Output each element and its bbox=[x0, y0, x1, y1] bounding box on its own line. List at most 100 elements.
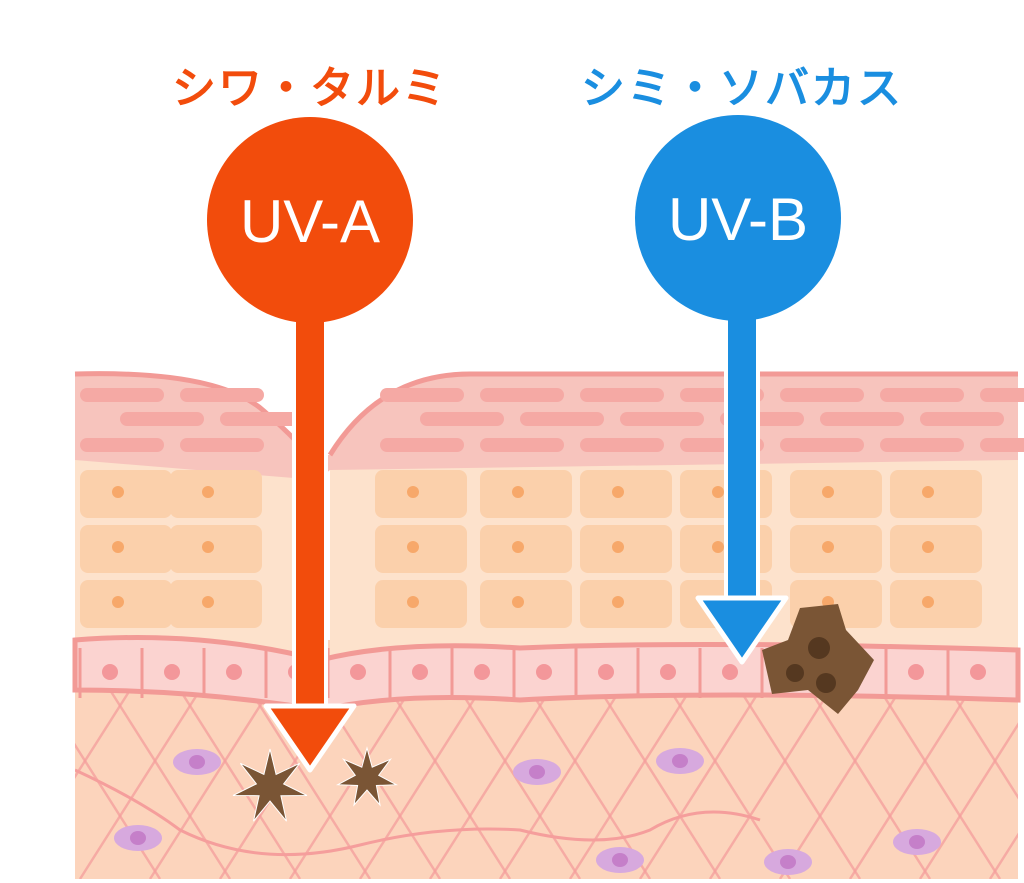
basal-nucleus bbox=[598, 664, 614, 680]
flat-cell bbox=[580, 438, 664, 452]
collagen-fiber bbox=[638, 689, 762, 880]
flat-cell bbox=[120, 412, 204, 426]
flat-cell bbox=[980, 388, 1024, 402]
basal-nucleus bbox=[970, 664, 986, 680]
arrow-head bbox=[695, 595, 789, 665]
collagen-fiber bbox=[848, 689, 972, 880]
basal-nucleus bbox=[908, 664, 924, 680]
cell-nucleus bbox=[202, 596, 214, 608]
basal-nucleus bbox=[722, 664, 738, 680]
spinous-cell bbox=[375, 470, 467, 518]
spinous-cell bbox=[580, 580, 672, 628]
flat-cell bbox=[880, 438, 964, 452]
fibroblast-nucleus bbox=[672, 754, 688, 768]
spinous-cells bbox=[80, 470, 982, 628]
flat-cell bbox=[180, 438, 264, 452]
flat-cell bbox=[380, 388, 464, 402]
collagen-fiber bbox=[358, 689, 482, 880]
flat-cell bbox=[580, 388, 664, 402]
spinous-cell bbox=[890, 580, 982, 628]
flat-cell bbox=[520, 412, 604, 426]
fibroblast-nucleus bbox=[780, 855, 796, 869]
basal-nucleus bbox=[536, 664, 552, 680]
melanin-spots bbox=[232, 604, 874, 822]
fibroblast-nucleus bbox=[130, 831, 146, 845]
spinous-cell bbox=[890, 470, 982, 518]
arrow-shaft bbox=[724, 298, 760, 604]
uva-effect-title: シワ・タルミ bbox=[172, 63, 448, 114]
spinous-cell bbox=[580, 525, 672, 573]
cell-nucleus bbox=[112, 596, 124, 608]
spinous-cell bbox=[790, 470, 882, 518]
cell-nucleus bbox=[922, 486, 934, 498]
collagen-fiber bbox=[598, 689, 722, 880]
spinous-cell bbox=[80, 525, 172, 573]
collagen-fiber bbox=[948, 689, 1024, 809]
collagen-fiber bbox=[738, 689, 862, 880]
uva-badge-label: UV-A bbox=[240, 188, 380, 255]
fibroblast-nucleus bbox=[529, 765, 545, 779]
spinous-cell bbox=[170, 525, 262, 573]
pigment-dot bbox=[786, 664, 804, 682]
cell-nucleus bbox=[712, 486, 724, 498]
flat-cell bbox=[880, 388, 964, 402]
cell-nucleus bbox=[822, 541, 834, 553]
collagen-fiber bbox=[568, 689, 692, 880]
spinous-cell bbox=[790, 525, 882, 573]
flat-cell bbox=[220, 412, 304, 426]
spinous-cell bbox=[480, 470, 572, 518]
flat-cell bbox=[780, 438, 864, 452]
cell-nucleus bbox=[822, 486, 834, 498]
cell-nucleus bbox=[512, 596, 524, 608]
spinous-cell bbox=[170, 580, 262, 628]
basal-nucleus bbox=[226, 664, 242, 680]
melanocyte bbox=[232, 748, 308, 822]
cell-nucleus bbox=[512, 486, 524, 498]
cell-nucleus bbox=[407, 596, 419, 608]
flat-cell bbox=[820, 412, 904, 426]
arrow-shaft bbox=[292, 298, 328, 712]
basal-nucleus bbox=[660, 664, 676, 680]
collagen-fiber bbox=[878, 689, 1002, 880]
collagen-fiber bbox=[988, 823, 1024, 880]
cell-nucleus bbox=[712, 541, 724, 553]
collagen-fiber bbox=[528, 689, 652, 880]
fibroblast-nucleus bbox=[909, 835, 925, 849]
pigment-dot bbox=[816, 673, 836, 693]
uvb-arrow bbox=[695, 298, 789, 665]
flat-cell bbox=[920, 412, 1004, 426]
collagen-fiber bbox=[78, 689, 202, 880]
spinous-cell bbox=[480, 580, 572, 628]
uvb-effect-title: シミ・ソバカス bbox=[581, 63, 903, 114]
cell-nucleus bbox=[612, 486, 624, 498]
fibroblast-cells bbox=[114, 748, 941, 875]
flat-cell bbox=[80, 438, 164, 452]
spinous-cell bbox=[80, 580, 172, 628]
flat-cell bbox=[780, 388, 864, 402]
cell-nucleus bbox=[612, 596, 624, 608]
pigment-dot bbox=[808, 637, 830, 659]
fibroblast-nucleus bbox=[612, 853, 628, 867]
collagen-fiber bbox=[708, 689, 832, 880]
spinous-cell bbox=[890, 525, 982, 573]
collagen-fiber bbox=[668, 689, 792, 880]
flat-cell bbox=[420, 412, 504, 426]
cell-nucleus bbox=[512, 541, 524, 553]
basal-nucleus bbox=[350, 664, 366, 680]
cell-nucleus bbox=[612, 541, 624, 553]
collagen-fiber bbox=[388, 689, 512, 880]
flat-cell bbox=[620, 412, 704, 426]
pigment-spot bbox=[762, 604, 874, 714]
flat-cell bbox=[80, 388, 164, 402]
collagen-fiber bbox=[458, 689, 582, 880]
spinous-cell bbox=[480, 525, 572, 573]
uvb-badge bbox=[635, 115, 841, 321]
collagen-fiber bbox=[428, 689, 552, 880]
spinous-cell bbox=[80, 470, 172, 518]
cell-nucleus bbox=[922, 596, 934, 608]
flat-cell bbox=[380, 438, 464, 452]
cell-nucleus bbox=[202, 486, 214, 498]
collagen-fiber bbox=[108, 689, 232, 880]
collagen-fiber bbox=[178, 689, 302, 880]
